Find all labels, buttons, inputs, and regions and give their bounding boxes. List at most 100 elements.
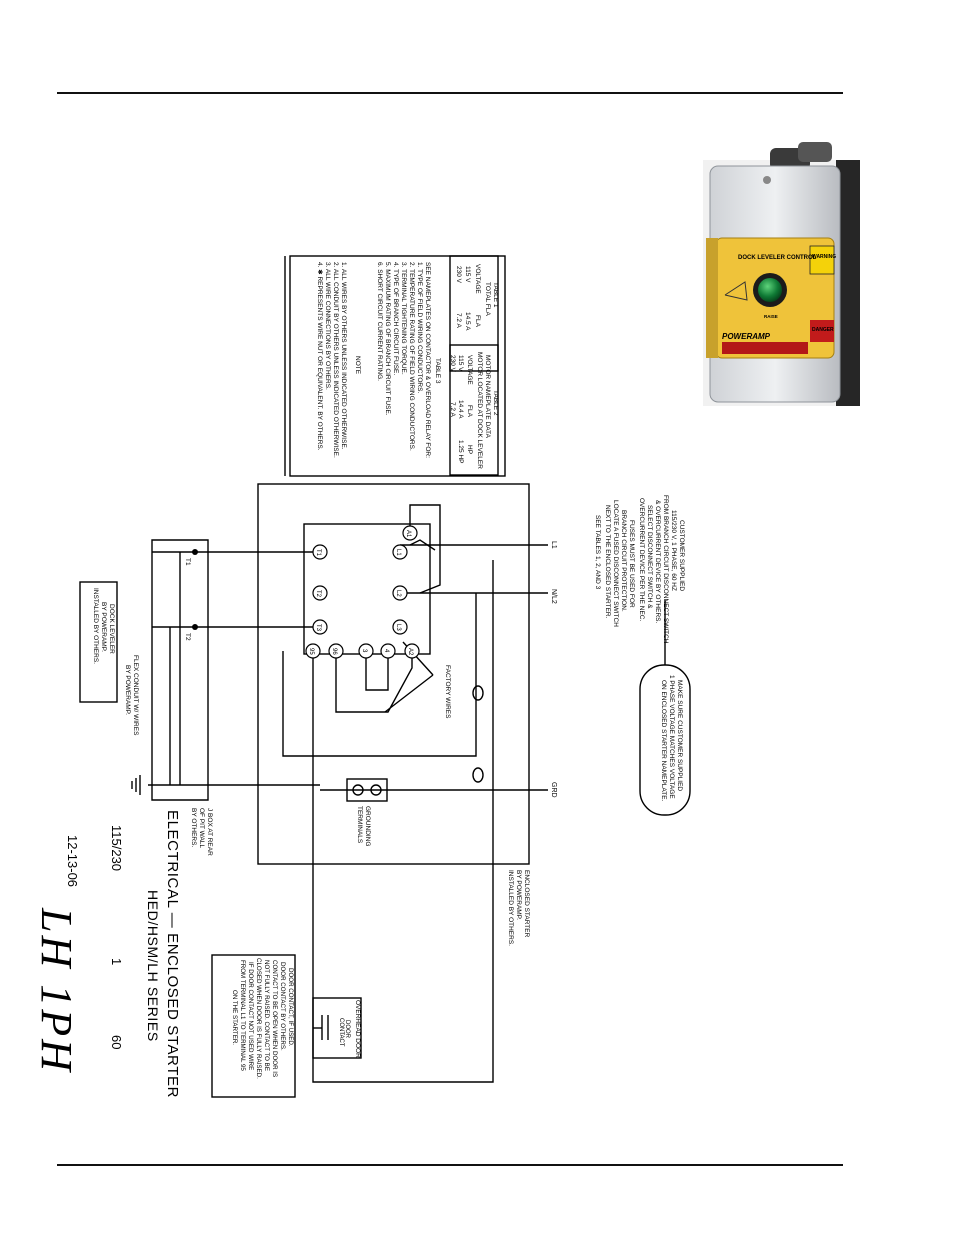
svg-text:ON ENCLOSED STARTER NAMEPLATE.: ON ENCLOSED STARTER NAMEPLATE. bbox=[660, 680, 667, 802]
tables-outer-box bbox=[289, 255, 506, 477]
factory-wire-a bbox=[335, 651, 413, 713]
line-label-l1: L1 bbox=[550, 541, 557, 549]
grounding-terminal-1 bbox=[352, 784, 364, 796]
svg-text:CLOSED WHEN DOOR IS FULLY RAIS: CLOSED WHEN DOOR IS FULLY RAISED. bbox=[255, 958, 262, 1079]
table3-text: TABLE 3 SEE NAMEPLATES ON CONTACTOR & OV… bbox=[376, 262, 441, 458]
door-loop-wire bbox=[312, 560, 494, 1083]
factory-wires-label: FACTORY WIRES bbox=[444, 665, 451, 719]
svg-text:4. TYPE OF BRANCH CIRCUIT FUSE: 4. TYPE OF BRANCH CIRCUIT FUSE. bbox=[392, 262, 399, 375]
table2-text: TABLE 2 MOTOR NAMEPLATE DATA MOTOR LOCAT… bbox=[449, 352, 499, 469]
svg-text:FLA: FLA bbox=[474, 315, 481, 328]
terminal-a2 bbox=[404, 643, 420, 659]
terminal-a1 bbox=[402, 525, 418, 541]
svg-text:DOOR: DOOR bbox=[344, 1020, 350, 1039]
svg-text:CONTACT: CONTACT bbox=[338, 1018, 344, 1047]
svg-text:DOCK LEVELER: DOCK LEVELER bbox=[108, 604, 115, 654]
svg-text:115/230 V, 1 PHASE, 60 HZ: 115/230 V, 1 PHASE, 60 HZ bbox=[670, 510, 677, 591]
svg-text:GROUNDING: GROUNDING bbox=[364, 806, 371, 846]
svg-text:14.5 A: 14.5 A bbox=[464, 312, 471, 331]
svg-text:1. ALL WIRES BY OTHERS UNLESS: 1. ALL WIRES BY OTHERS UNLESS INDICATED … bbox=[340, 262, 347, 450]
grounding-label: GROUNDING TERMINALS bbox=[356, 806, 371, 846]
supply-note: CUSTOMER SUPPLIED 115/230 V, 1 PHASE, 60… bbox=[594, 495, 685, 644]
svg-text:& OVERCURRENT DEVICE BY OTHERS: & OVERCURRENT DEVICE BY OTHERS. bbox=[654, 500, 661, 623]
svg-text:230 V: 230 V bbox=[449, 355, 456, 373]
table2-box bbox=[449, 344, 499, 476]
wire-nut-2 bbox=[472, 767, 484, 783]
svg-text:BRANCH CIRCUIT PROTECTION.: BRANCH CIRCUIT PROTECTION. bbox=[620, 510, 627, 612]
splice-t2 bbox=[192, 624, 198, 630]
svg-text:J BOX AT REAR: J BOX AT REAR bbox=[206, 808, 213, 856]
svg-text:TABLE 2: TABLE 2 bbox=[492, 390, 499, 416]
t2-label: T2 bbox=[184, 633, 191, 641]
terminal-label-95: 95 bbox=[308, 648, 314, 655]
svg-text:115 V: 115 V bbox=[457, 355, 464, 372]
svg-text:6. SHORT CIRCUIT CURRENT RATIN: 6. SHORT CIRCUIT CURRENT RATING. bbox=[376, 262, 383, 381]
terminal-96 bbox=[328, 643, 344, 659]
svg-text:FLA: FLA bbox=[466, 405, 473, 418]
header-rule bbox=[57, 92, 843, 94]
factory-wire-b bbox=[365, 651, 389, 691]
svg-text:SEE NAMEPLATES ON CONTACTOR &: SEE NAMEPLATES ON CONTACTOR & OVERLOAD R… bbox=[424, 262, 431, 458]
svg-text:3. ALL WIRE CONNECTIONS BY OTH: 3. ALL WIRE CONNECTIONS BY OTHERS. bbox=[324, 262, 331, 390]
svg-text:230 V: 230 V bbox=[455, 266, 462, 284]
svg-text:FLEX CONDUIT W/ WIRES: FLEX CONDUIT W/ WIRES bbox=[132, 655, 139, 736]
terminal-label-t1: T1 bbox=[315, 549, 321, 557]
svg-text:115 V: 115 V bbox=[464, 266, 471, 283]
svg-text:TERMINALS: TERMINALS bbox=[356, 806, 363, 844]
svg-text:SEE TABLES 1, 2, AND 3: SEE TABLES 1, 2, AND 3 bbox=[594, 515, 601, 590]
svg-text:DOOR CONTACT, IF USED.: DOOR CONTACT, IF USED. bbox=[287, 968, 294, 1047]
terminal-3 bbox=[358, 643, 374, 659]
svg-text:BY OTHERS.: BY OTHERS. bbox=[190, 808, 197, 847]
line-label-n: N/L2 bbox=[550, 589, 557, 604]
terminal-label-t2: T2 bbox=[315, 590, 321, 598]
door-contact-label: DOOR CONTACT bbox=[338, 1018, 350, 1047]
svg-text:INSTALLED BY OTHERS.: INSTALLED BY OTHERS. bbox=[507, 870, 514, 946]
a1-jumper bbox=[409, 504, 441, 545]
svg-text:DOOR CONTACT BY OTHERS.: DOOR CONTACT BY OTHERS. bbox=[279, 962, 286, 1051]
terminal-label-t3: T3 bbox=[315, 624, 321, 632]
terminal-label-96: 96 bbox=[331, 648, 337, 655]
svg-text:1. TYPE OF FIELD WIRING CONDUC: 1. TYPE OF FIELD WIRING CONDUCTORS. bbox=[416, 262, 423, 393]
svg-text:BY POWERAMP.: BY POWERAMP. bbox=[515, 870, 522, 920]
terminal-label-4: 4 bbox=[383, 649, 389, 653]
terminal-label-l1: L1 bbox=[395, 549, 401, 556]
terminal-l2 bbox=[392, 585, 408, 601]
enclosed-starter-label: ENCLOSED STARTER BY POWERAMP. INSTALLED … bbox=[507, 870, 530, 946]
terminal-l3 bbox=[392, 619, 408, 635]
terminal-t1 bbox=[312, 544, 328, 560]
svg-text:IF DOOR CONTACT NOT USED WIRE: IF DOOR CONTACT NOT USED WIRE bbox=[247, 962, 254, 1070]
svg-text:FROM BRANCH CIRCUIT DISCONNECT: FROM BRANCH CIRCUIT DISCONNECT SWITCH bbox=[662, 495, 669, 644]
a2-wire bbox=[282, 593, 477, 757]
svg-text:7.2 A: 7.2 A bbox=[455, 313, 462, 328]
wire-nut-1 bbox=[472, 685, 484, 701]
svg-text:FUSES MUST BE USED FOR: FUSES MUST BE USED FOR bbox=[628, 520, 635, 608]
t1-label: T1 bbox=[184, 558, 191, 566]
jbox bbox=[151, 539, 209, 801]
title-block-voltage: 115/230 bbox=[109, 825, 124, 871]
footer-rule bbox=[57, 1164, 843, 1166]
starter-photo: DOCK LEVELER CONTROL RAISE WARNING DANGE… bbox=[703, 142, 860, 406]
svg-text:BY POWERAMP.: BY POWERAMP. bbox=[124, 665, 131, 715]
svg-text:1.25 HP: 1.25 HP bbox=[457, 440, 464, 464]
svg-text:VOLTAGE: VOLTAGE bbox=[466, 355, 473, 385]
callout-text: MAKE SURE CUSTOMER SUPPLIED 1 PHASE VOLT… bbox=[660, 675, 683, 802]
svg-text:OVERCURRENT DEVICE PER THE NEC: OVERCURRENT DEVICE PER THE NEC. bbox=[638, 498, 645, 621]
grounding-terminal-block bbox=[346, 778, 388, 802]
title-block-title: ELECTRICAL — ENCLOSED STARTER bbox=[164, 810, 181, 1098]
terminal-label-l3: L3 bbox=[395, 624, 401, 631]
svg-text:SELECT DISCONNECT SWITCH &: SELECT DISCONNECT SWITCH & bbox=[646, 505, 653, 609]
svg-text:CUSTOMER SUPPLIED: CUSTOMER SUPPLIED bbox=[678, 520, 685, 591]
svg-text:1 PHASE VOLTAGE MATCHES VOLTAG: 1 PHASE VOLTAGE MATCHES VOLTAGE bbox=[668, 675, 675, 799]
photo-panel-title: DOCK LEVELER CONTROL bbox=[738, 255, 817, 261]
terminal-label-l2: L2 bbox=[395, 590, 401, 597]
dock-leveler-label: DOCK LEVELER BY POWERAMP. INSTALLED BY O… bbox=[92, 588, 115, 664]
flex-conduit-label: FLEX CONDUIT W/ WIRES BY POWERAMP. bbox=[124, 655, 139, 736]
svg-text:2. TEMPERATURE RATING OF FIELD: 2. TEMPERATURE RATING OF FIELD WIRING CO… bbox=[408, 262, 415, 451]
svg-text:TOTAL FLA: TOTAL FLA bbox=[484, 282, 491, 316]
l1-crossover bbox=[419, 545, 441, 594]
terminal-95 bbox=[305, 643, 321, 659]
svg-text:4. ✱ REPRESENTS WIRE NUT OR EQ: 4. ✱ REPRESENTS WIRE NUT OR EQUIVALENT. … bbox=[316, 262, 324, 451]
svg-text:NOTE: NOTE bbox=[354, 356, 361, 375]
svg-text:7.2 A: 7.2 A bbox=[449, 402, 456, 417]
